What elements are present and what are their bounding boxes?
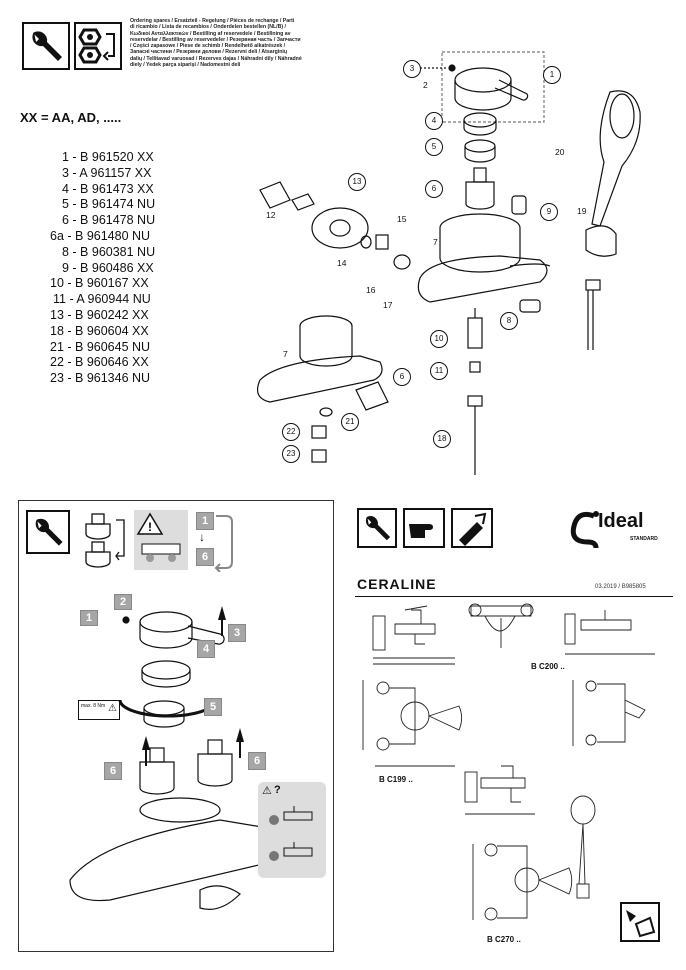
document-code: 03.2019 / B985805: [595, 584, 646, 590]
warning-tools-icon: !: [134, 510, 188, 570]
part-row: 1 - B 961520 XX: [62, 150, 154, 164]
step-2: 2: [114, 594, 132, 610]
callout-2: 2: [423, 80, 428, 90]
disassembly-panel: [18, 500, 334, 952]
callout-7: 7: [433, 237, 438, 247]
check-box: ⚠ ?: [258, 782, 326, 878]
part-row: 11 - A 960944 NU: [53, 292, 151, 307]
wrench-icon: [35, 518, 63, 546]
disassembly-drawing: [69, 606, 288, 910]
model-c270: B C270 ..: [487, 935, 521, 944]
cleaning-cloth-icon: [626, 910, 656, 938]
part-row: 5 - B 961474 NU: [62, 197, 156, 212]
callout-11: 11: [430, 362, 448, 380]
part-row: 18 - B 960604 XX: [50, 323, 149, 338]
nuts-exchange-icon: [78, 28, 115, 64]
part-row: 8 - B 960381 NU: [62, 244, 156, 259]
model-c199: B C199 ..: [379, 775, 413, 784]
brand-logo-sub: STANDARD: [630, 536, 658, 542]
pointing-hand-icon: [409, 524, 433, 538]
callout-6b: 6: [393, 368, 411, 386]
callout-23: 23: [282, 445, 300, 463]
dimension-drawings: [362, 603, 655, 921]
ordering-spares-text: Ordering spares / Ersatzteil - Regelung …: [130, 18, 302, 69]
callout-21: 21: [341, 413, 359, 431]
step-5: 5: [204, 698, 222, 716]
mixer-check-icon: [269, 806, 313, 861]
part-row: 10 - B 960167 XX: [50, 276, 149, 291]
svg-text:!: !: [148, 520, 152, 534]
part-row: 3 - A 961157 XX: [62, 165, 152, 180]
callout-8: 8: [500, 312, 518, 330]
callout-15: 15: [397, 214, 407, 224]
callout-14: 14: [337, 258, 347, 268]
callout-3: 3: [403, 60, 421, 78]
suffix-legend: XX = AA, AD, .....: [20, 110, 122, 125]
brand-logo: Ideal: [598, 510, 644, 532]
wrench-icon-box-2: [26, 510, 70, 554]
return-arrow-icon: [214, 515, 233, 572]
step-1: 1: [80, 610, 98, 626]
part-row: 9 - B 960486 XX: [62, 260, 154, 275]
step-range-top: 1: [196, 512, 214, 530]
step-6b: 6: [248, 752, 266, 770]
callout-19: 19: [577, 206, 587, 216]
wrench-icon: [365, 516, 391, 541]
wrench-icon-box: [22, 22, 70, 70]
callout-5: 5: [425, 138, 443, 156]
hand-icon-box: [403, 508, 445, 548]
title-rule: [355, 596, 673, 597]
callout-18: 18: [433, 430, 451, 448]
torque-warning: max. 8 Nm ⚠: [78, 700, 120, 720]
part-row: 23 - B 961346 NU: [50, 371, 151, 386]
wrench-icon: [32, 31, 62, 61]
callout-13: 13: [348, 173, 366, 191]
callout-17: 17: [383, 300, 393, 310]
wrench-icon-box-3: [357, 508, 397, 548]
callout-1: 1: [543, 66, 561, 84]
step-3: 3: [228, 624, 246, 642]
callout-6: 6: [425, 180, 443, 198]
cleaning-icon: [459, 512, 487, 546]
callout-12: 12: [266, 210, 276, 220]
part-row: 4 - B 961473 XX: [62, 181, 154, 196]
product-name: CERALINE: [357, 576, 437, 592]
callout-10: 10: [430, 330, 448, 348]
part-row: 6 - B 961478 NU: [62, 213, 156, 228]
parts-list: 1 - B 961520 XX 3 - A 961157 XX 4 - B 96…: [50, 150, 155, 387]
warning-icon: ⚠: [108, 703, 117, 714]
callout-20: 20: [555, 147, 565, 157]
callout-22: 22: [282, 423, 300, 441]
callout-9: 9: [540, 203, 558, 221]
exploded-view-drawing: [257, 51, 641, 475]
step-4: 4: [197, 640, 215, 658]
part-row: 13 - B 960242 XX: [50, 307, 149, 322]
callout-4: 4: [425, 112, 443, 130]
cartridge-exchange-icon: [85, 513, 125, 568]
part-row: 21 - B 960645 NU: [50, 339, 151, 354]
part-row: 22 - B 960646 XX: [50, 355, 149, 370]
warning-icon: ⚠: [262, 785, 272, 797]
cleaning-icon-box: [451, 508, 493, 548]
down-arrow-icon: ↓: [199, 530, 205, 544]
step-range-bottom: 6: [196, 548, 214, 566]
step-6a: 6: [104, 762, 122, 780]
model-c200: B C200 ..: [531, 662, 565, 671]
callout-7b: 7: [283, 349, 288, 359]
callout-16: 16: [366, 285, 376, 295]
ideal-standard-logo-mark: [570, 511, 599, 549]
nuts-exchange-icon-box: [74, 22, 122, 70]
part-row: 6a - B 961480 NU: [50, 228, 151, 243]
care-icon-box: [620, 902, 660, 942]
